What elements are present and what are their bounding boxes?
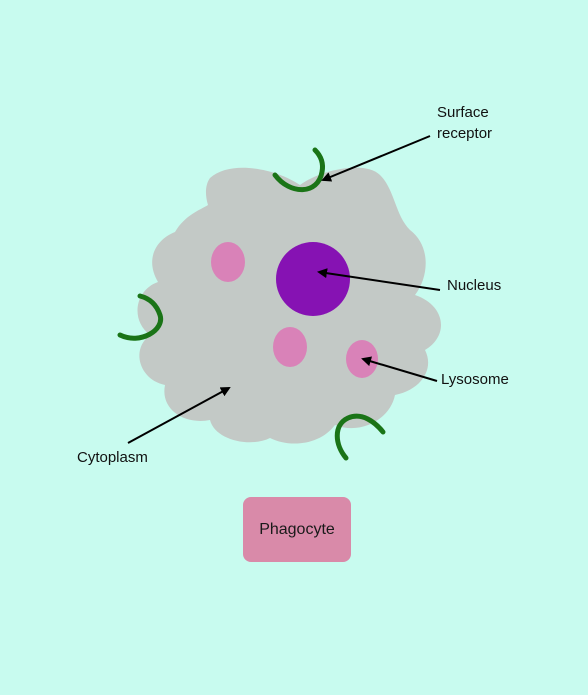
surface-receptor-label: Surface receptor xyxy=(437,102,547,144)
surface-receptor-label-line2: receptor xyxy=(437,125,493,142)
lysosome xyxy=(273,327,307,367)
nucleus-arrow xyxy=(317,268,441,291)
lysosome xyxy=(211,242,245,282)
cytoplasm-label: Cytoplasm xyxy=(77,449,148,466)
surface-receptor xyxy=(334,413,386,461)
lysosome-arrow xyxy=(361,356,438,382)
lysosome xyxy=(346,340,378,378)
surface-receptor-arrow xyxy=(321,135,431,182)
surface-receptor xyxy=(272,147,325,193)
surface-receptor-label-line1: Surface xyxy=(437,104,489,121)
lysosome-label: Lysosome xyxy=(441,371,509,388)
nucleus xyxy=(276,242,350,316)
phagocyte-title: Phagocyte xyxy=(259,520,335,538)
nucleus-label: Nucleus xyxy=(447,277,502,294)
cytoplasm-arrow xyxy=(127,387,231,444)
surface-receptor xyxy=(117,293,164,341)
phagocyte-title-box: Phagocyte xyxy=(243,497,351,562)
